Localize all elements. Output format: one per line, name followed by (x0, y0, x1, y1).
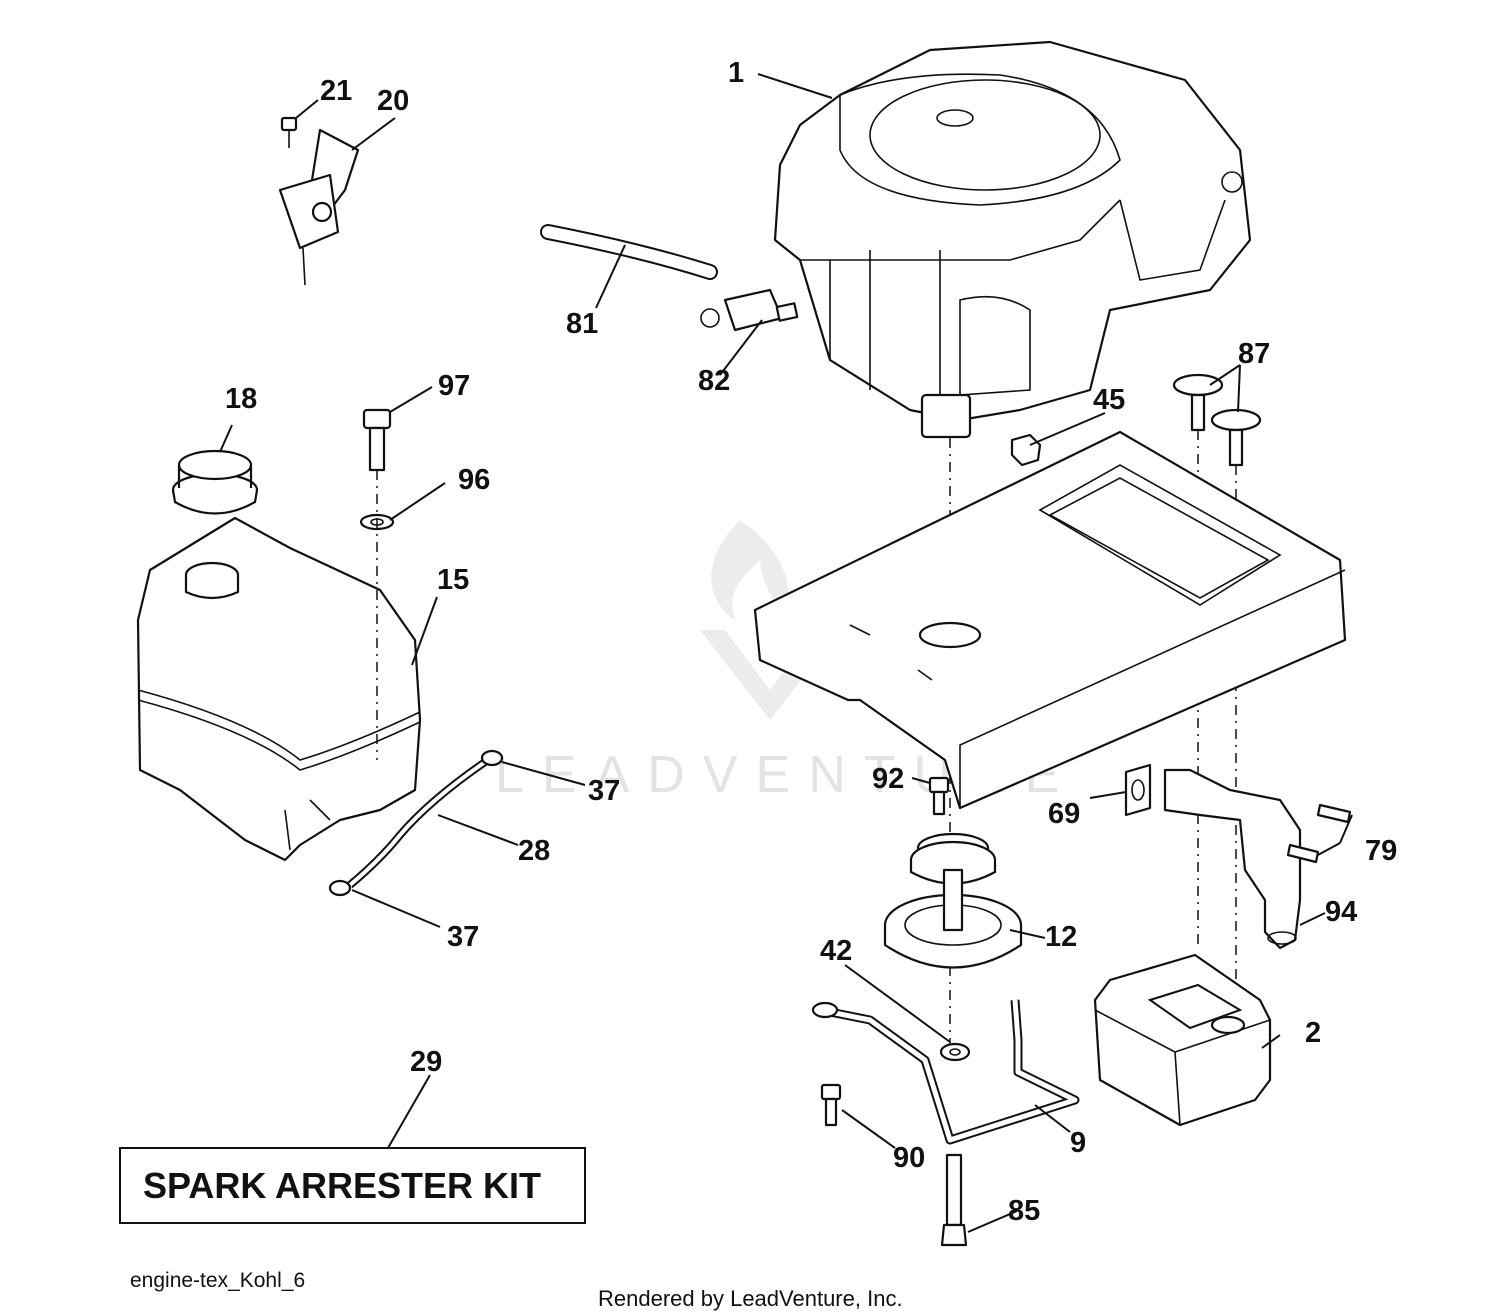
callout-79: 79 (1365, 835, 1397, 867)
callout-21: 21 (320, 75, 352, 107)
callout-12: 12 (1045, 921, 1077, 953)
bolt-90-part[interactable] (820, 1083, 842, 1127)
callout-1: 1 (728, 57, 744, 89)
hose-clamp-top-part[interactable] (480, 749, 504, 767)
engine-pulley-part[interactable] (883, 832, 1023, 969)
screw-79-upper-part[interactable] (1316, 803, 1352, 824)
rendered-by-footer: Rendered by LeadVenture, Inc. (598, 1286, 903, 1311)
callout-82: 82 (698, 365, 730, 397)
callout-96: 96 (458, 464, 490, 496)
leader-lines (219, 73, 1353, 1233)
washer-42-part[interactable] (939, 1042, 971, 1062)
callout-15: 15 (437, 564, 469, 596)
callout-81: 81 (566, 308, 598, 340)
gasket-69-part[interactable] (1124, 763, 1152, 817)
diagram-id: engine-tex_Kohl_6 (130, 1269, 305, 1292)
spark-arrester-kit-label: SPARK ARRESTER KIT (143, 1165, 541, 1206)
bolt-97-part[interactable] (362, 408, 392, 472)
callout-87: 87 (1238, 338, 1270, 370)
muffler-part[interactable] (1093, 953, 1272, 1127)
fuel-cap-part[interactable] (171, 449, 259, 515)
muffler-bracket-part[interactable] (811, 999, 1080, 1145)
callout-85: 85 (1008, 1195, 1040, 1227)
bolt-87-right-part[interactable] (1210, 408, 1262, 467)
screw-21-part[interactable] (280, 116, 298, 148)
fuel-filter-part[interactable] (700, 288, 799, 332)
callout-97: 97 (438, 370, 470, 402)
callout-92: 92 (872, 763, 904, 795)
engine-part[interactable] (773, 40, 1252, 439)
callout-9: 9 (1070, 1127, 1086, 1159)
exhaust-pipe-part[interactable] (1163, 768, 1302, 950)
throttle-control-part[interactable] (278, 128, 360, 286)
callout-28: 28 (518, 835, 550, 867)
callout-69: 69 (1048, 798, 1080, 830)
callout-18: 18 (225, 383, 257, 415)
callout-90: 90 (893, 1142, 925, 1174)
bolt-87-left-part[interactable] (1172, 373, 1224, 432)
engine-mounting-frame-part[interactable] (753, 430, 1347, 810)
fuel-hose-81-part[interactable] (540, 224, 718, 280)
spark-arrester-kit-box[interactable]: SPARK ARRESTER KIT (119, 1147, 586, 1224)
callout-94: 94 (1325, 896, 1357, 928)
callout-20: 20 (377, 85, 409, 117)
bolt-85-part[interactable] (940, 1153, 968, 1247)
callout-29: 29 (410, 1046, 442, 1078)
callout-45: 45 (1093, 384, 1125, 416)
callout-2: 2 (1305, 1017, 1321, 1049)
hose-clamp-bottom-part[interactable] (328, 879, 352, 897)
fuel-line-part[interactable] (347, 758, 488, 889)
callout-37-lower: 37 (447, 921, 479, 953)
callout-42: 42 (820, 935, 852, 967)
callout-37-upper: 37 (588, 775, 620, 807)
screw-79-lower-part[interactable] (1286, 843, 1320, 864)
bolt-92-part[interactable] (928, 776, 950, 816)
fuel-tank-part[interactable] (136, 516, 422, 862)
nut-45-part[interactable] (1010, 433, 1042, 467)
